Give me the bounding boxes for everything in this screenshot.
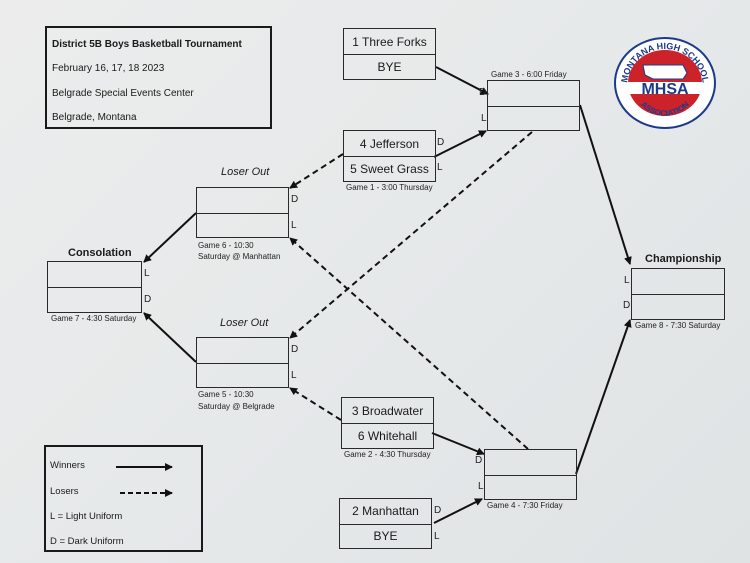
- game-4-box: [484, 449, 577, 500]
- matchup-three-forks-bye: 1 Three Forks BYE: [343, 28, 436, 80]
- legend-losers-label: Losers: [50, 486, 79, 497]
- uniform-label: L: [291, 370, 297, 381]
- uniform-label: D: [291, 194, 299, 205]
- game-3-caption: Game 3 - 6:00 Friday: [491, 70, 567, 79]
- tournament-info-box: District 5B Boys Basketball Tournament F…: [45, 26, 272, 129]
- game-8-caption: Game 8 - 7:30 Saturday: [635, 321, 721, 330]
- game-1-box: 4 Jefferson 5 Sweet Grass: [343, 130, 436, 182]
- tournament-venue: Belgrade Special Events Center: [52, 88, 194, 99]
- game-7-heading: Consolation: [68, 247, 132, 259]
- loser-line-game4-to-game6: [289, 237, 529, 450]
- uniform-label: D: [144, 294, 152, 305]
- team-slot: [488, 106, 579, 131]
- team-slot: [485, 450, 576, 476]
- game-5-caption: Game 5 - 10:30: [198, 390, 254, 399]
- uniform-label: L: [624, 275, 630, 286]
- winner-line-game6-to-game7: [143, 212, 197, 263]
- uniform-label: D: [437, 137, 445, 148]
- team-slot: 2 Manhattan: [340, 499, 431, 525]
- game-6-caption: Game 6 - 10:30: [198, 241, 254, 250]
- game-6-heading: Loser Out: [221, 166, 270, 178]
- team-slot: 1 Three Forks: [344, 29, 435, 55]
- uniform-label: L: [437, 162, 443, 173]
- uniform-label: D: [291, 344, 299, 355]
- uniform-label: L: [144, 268, 150, 279]
- game-1-caption: Game 1 - 3:00 Thursday: [346, 183, 433, 192]
- logo-mhsa-text: MHSA: [641, 81, 689, 98]
- winner-line-bye1-to-game3: [435, 66, 489, 95]
- game-3-box: [487, 80, 580, 131]
- game-8-box: [631, 268, 725, 320]
- winner-line-game3-to-game8: [579, 104, 632, 265]
- team-slot: [488, 81, 579, 107]
- team-slot: [632, 269, 724, 295]
- game-5-box: [196, 337, 289, 388]
- tournament-dates: February 16, 17, 18 2023: [52, 63, 165, 74]
- tournament-title: District 5B Boys Basketball Tournament: [52, 39, 242, 50]
- game-8-heading: Championship: [645, 253, 722, 265]
- legend-dark-uniform: D = Dark Uniform: [50, 536, 124, 547]
- uniform-label: D: [434, 505, 442, 516]
- uniform-label: D: [475, 455, 483, 466]
- uniform-label: L: [434, 531, 440, 542]
- team-slot: [48, 287, 141, 312]
- tournament-location: Belgrade, Montana: [52, 112, 137, 123]
- legend-light-uniform: L = Light Uniform: [50, 511, 123, 522]
- winner-line-game2-to-game4: [431, 432, 485, 456]
- game-6-box: [196, 187, 289, 238]
- loser-line-game3-to-game5: [289, 131, 533, 339]
- legend-box: Winners Losers L = Light Uniform D = Dar…: [44, 445, 203, 552]
- winner-line-game1-to-game3: [433, 130, 487, 158]
- team-slot: [197, 363, 288, 388]
- team-slot: [632, 294, 724, 319]
- loser-line-game2-to-game5: [289, 387, 342, 421]
- team-slot: [485, 475, 576, 500]
- team-slot: [197, 213, 288, 238]
- loser-line-game1-to-game6: [289, 153, 344, 189]
- team-slot: [197, 188, 288, 214]
- uniform-label: D: [479, 87, 487, 98]
- winner-line-game4-to-game8: [575, 319, 632, 475]
- team-slot: BYE: [373, 528, 398, 543]
- team-slot: 6 Whitehall: [357, 428, 418, 443]
- game-2-caption: Game 2 - 4:30 Thursday: [344, 450, 431, 459]
- team-slot: [48, 262, 141, 288]
- team-slot: BYE: [377, 59, 402, 74]
- team-slot: 5 Sweet Grass: [350, 161, 429, 176]
- winner-line-game5-to-game7: [143, 312, 197, 363]
- game-4-caption: Game 4 - 7:30 Friday: [487, 501, 563, 510]
- legend-winners-label: Winners: [50, 460, 85, 471]
- game-5-heading: Loser Out: [220, 317, 269, 329]
- game-2-box: 3 Broadwater 6 Whitehall: [341, 397, 434, 449]
- team-slot: [197, 338, 288, 364]
- game-5-caption-2: Saturday @ Belgrade: [198, 402, 275, 411]
- uniform-label: L: [481, 113, 487, 124]
- uniform-label: D: [623, 300, 631, 311]
- game-7-box: [47, 261, 142, 313]
- uniform-label: L: [291, 220, 297, 231]
- game-6-caption-2: Saturday @ Manhattan: [198, 252, 281, 261]
- uniform-label: L: [478, 481, 484, 492]
- mhsa-logo: MHSA MONTANA HIGH SCHOOL ASSOCIATION: [613, 37, 717, 129]
- team-slot: 3 Broadwater: [342, 398, 433, 424]
- game-7-caption: Game 7 - 4:30 Saturday: [51, 314, 137, 323]
- matchup-manhattan-bye: 2 Manhattan BYE: [339, 498, 432, 549]
- team-slot: 4 Jefferson: [344, 131, 435, 157]
- winner-line-bye2-to-game4: [433, 498, 483, 524]
